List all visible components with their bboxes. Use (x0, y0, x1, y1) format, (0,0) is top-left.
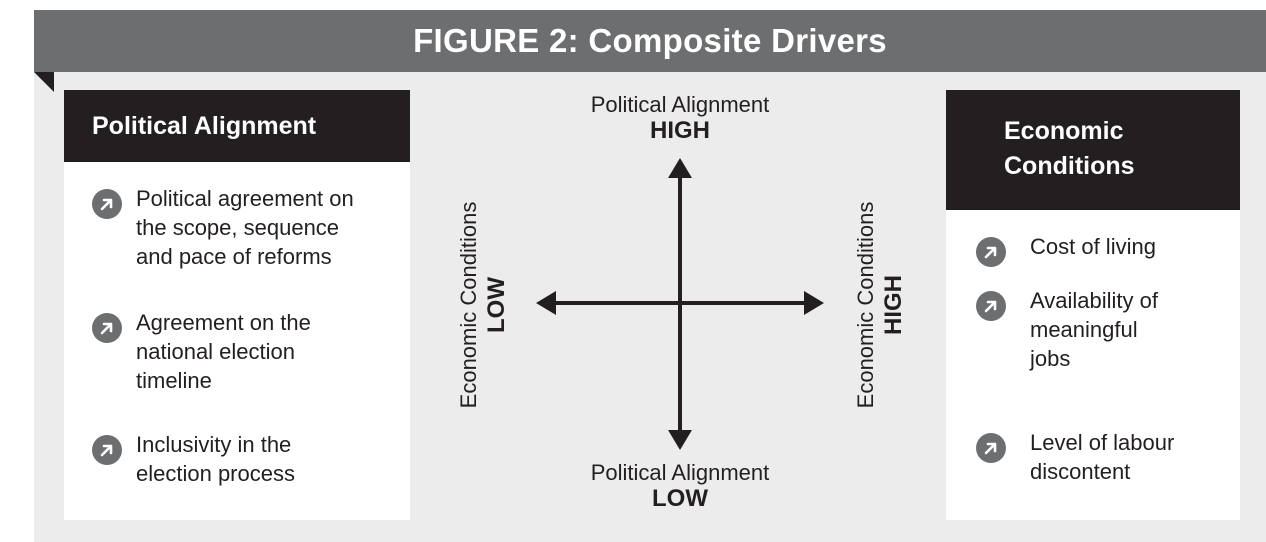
list-item-text: Agreement on the national election timel… (136, 310, 311, 393)
figure-title: FIGURE 2: Composite Drivers (413, 22, 887, 59)
arrow-up-right-circle-icon (976, 237, 1006, 267)
list-item-text: Level of labour discontent (1030, 430, 1175, 484)
axis-bottom-level: LOW (652, 485, 708, 512)
economic-conditions-card: Economic Conditions Cost of living Avail… (946, 90, 1240, 520)
header-fold-corner (34, 72, 54, 92)
list-item: Availability of meaningful jobs (976, 286, 1158, 373)
axis-left-level: LOW (483, 277, 510, 333)
figure-header: FIGURE 2: Composite Drivers (34, 10, 1266, 72)
axis-top-level: HIGH (650, 117, 710, 144)
arrow-up-right-circle-icon (92, 435, 122, 465)
axis-top-label: Political Alignment (590, 92, 770, 117)
axis-bottom-label: Political Alignment (590, 460, 770, 485)
axis-right-level: HIGH (880, 275, 907, 335)
list-item: Political agreement on the scope, sequen… (92, 184, 354, 271)
list-item: Inclusivity in the election process (92, 430, 295, 488)
arrow-up-right-circle-icon (976, 291, 1006, 321)
axis-left-label: Economic Conditions (456, 201, 481, 409)
list-item: Cost of living (976, 232, 1156, 267)
list-item: Agreement on the national election timel… (92, 308, 311, 395)
axis-label-right: Economic Conditions HIGH (852, 175, 912, 435)
axis-label-top: Political Alignment HIGH (540, 92, 820, 144)
list-item-text: Cost of living (1030, 234, 1156, 259)
political-alignment-card: Political Alignment Political agreement … (64, 90, 410, 520)
arrow-up-right-circle-icon (92, 189, 122, 219)
axis-right-label: Economic Conditions (853, 201, 878, 409)
arrow-up-right-circle-icon (976, 433, 1006, 463)
axis-label-left: Economic Conditions LOW (455, 175, 515, 435)
political-alignment-card-title: Political Alignment (64, 90, 410, 162)
arrow-left-icon (536, 291, 556, 315)
list-item-text: Political agreement on the scope, sequen… (136, 186, 354, 269)
arrow-up-right-circle-icon (92, 313, 122, 343)
economic-conditions-card-title: Economic Conditions (946, 90, 1240, 210)
arrow-up-icon (668, 158, 692, 178)
arrow-right-icon (804, 291, 824, 315)
axis-label-bottom: Political Alignment LOW (540, 460, 820, 512)
arrow-down-icon (668, 430, 692, 450)
list-item-text: Availability of meaningful jobs (1030, 288, 1158, 371)
list-item-text: Inclusivity in the election process (136, 432, 295, 486)
list-item: Level of labour discontent (976, 428, 1174, 486)
